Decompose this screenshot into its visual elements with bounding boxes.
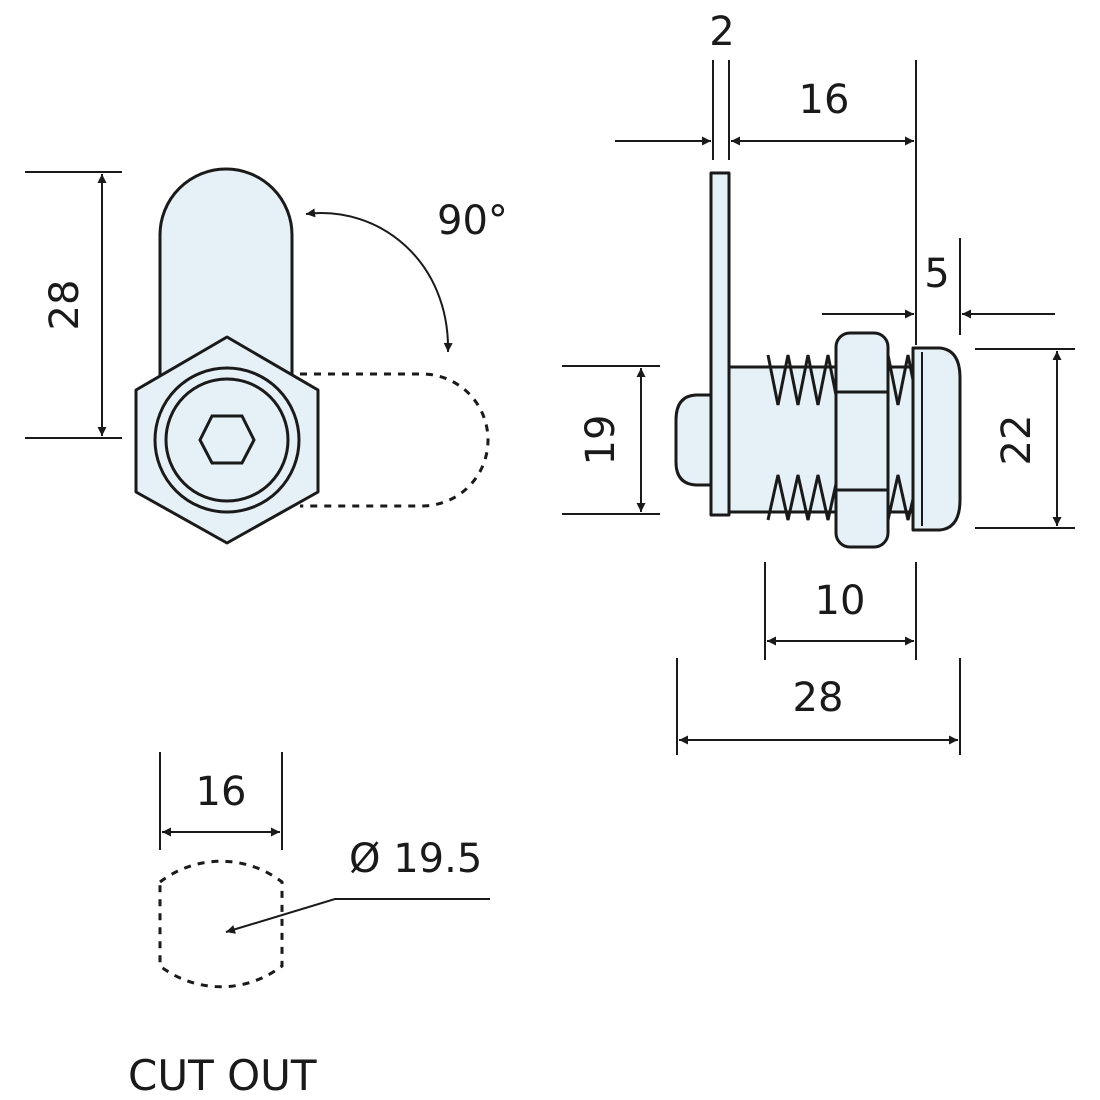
cam-plate (709, 171, 731, 517)
thread-top (766, 354, 916, 406)
cam-lever (158, 167, 294, 397)
hex-key-socket-icon (198, 414, 256, 465)
dim-head-5: 5 (924, 251, 949, 297)
dim-cam-length-16: 16 (799, 77, 850, 123)
side-view: 2 16 5 19 22 10 28 (562, 9, 1075, 755)
screw-head (674, 393, 713, 487)
head-cap (911, 346, 962, 532)
dim-cutout-diameter: Ø 19.5 (349, 836, 482, 882)
dim-head-diameter-22: 22 (994, 415, 1040, 466)
diameter-leader (225, 898, 490, 934)
dim-overall-28: 28 (793, 675, 844, 721)
front-view: 28 90° (25, 167, 508, 545)
dim-nut-10: 10 (815, 578, 866, 624)
rotated-lever-outline (300, 372, 490, 508)
dim-cutout-width-16: 16 (196, 769, 247, 815)
angle-label-90: 90° (437, 198, 508, 244)
cutout-caption: CUT OUT (128, 1051, 317, 1100)
cutout-outline (158, 859, 284, 989)
dim-cam-height-19: 19 (578, 415, 624, 466)
dim-plate-2: 2 (709, 9, 734, 55)
rotation-arc (305, 208, 453, 353)
dim-height-28: 28 (42, 280, 88, 331)
cutout-view: 16 Ø 19.5 CUT OUT (128, 752, 490, 1100)
hex-nut-side (834, 331, 890, 549)
face-ring-inner (164, 377, 290, 503)
face-ring-outer (153, 366, 301, 514)
